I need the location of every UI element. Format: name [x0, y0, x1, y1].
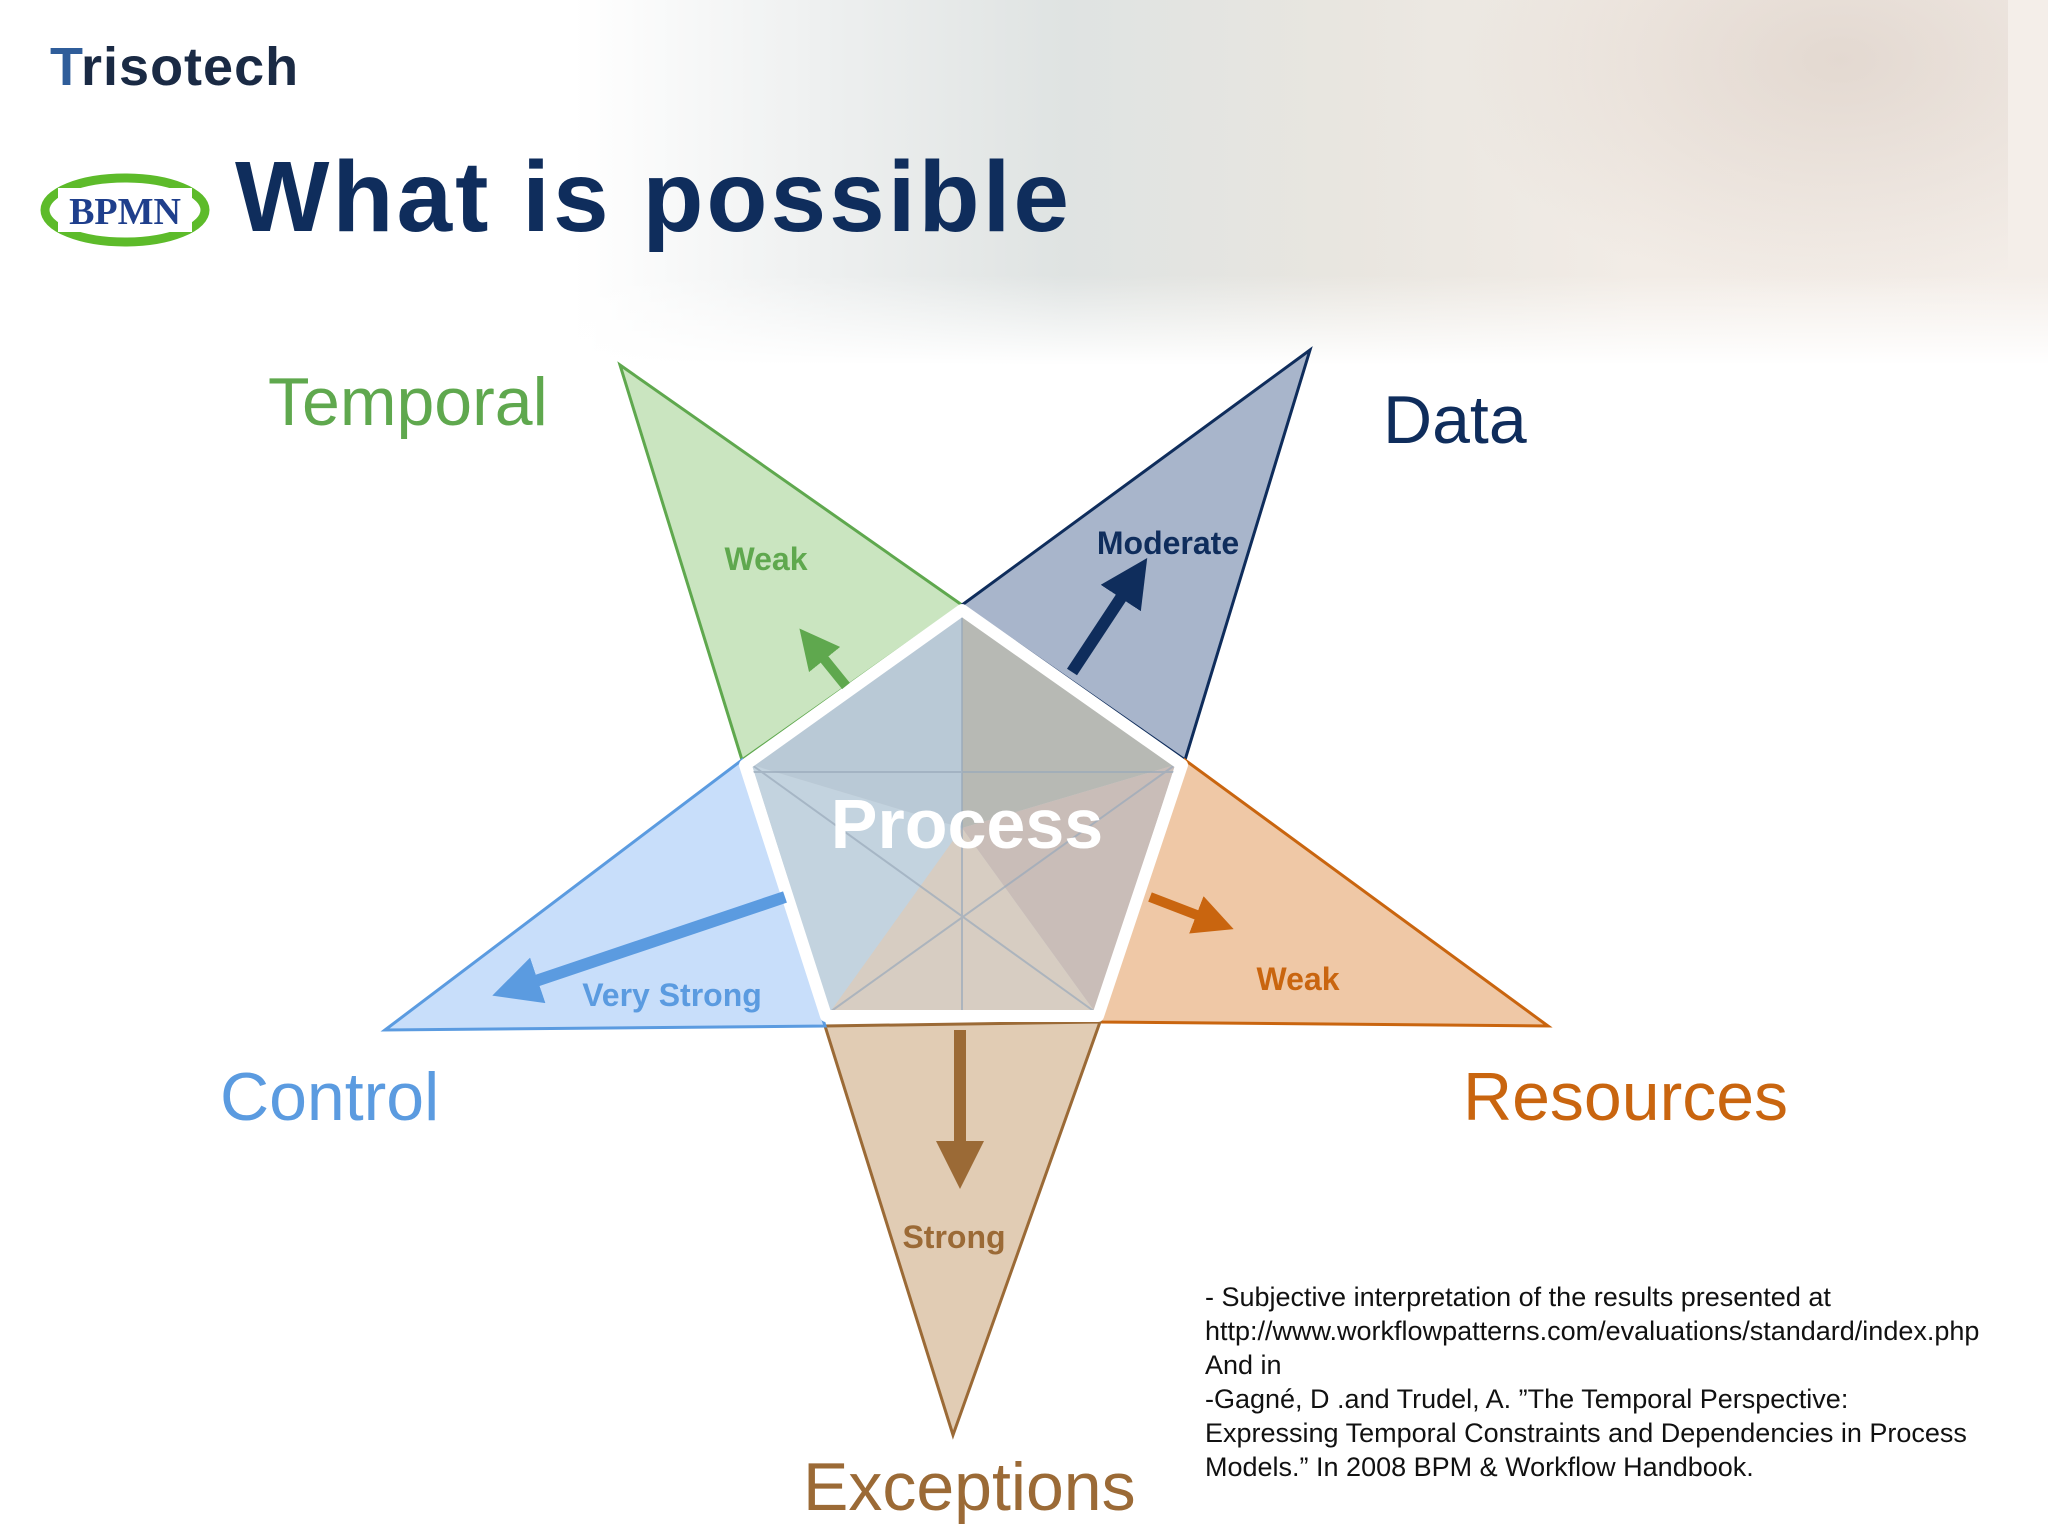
control-strength: Very Strong — [582, 977, 762, 1013]
citation-note: - Subjective interpretation of the resul… — [1205, 1280, 2025, 1484]
exceptions-label: Exceptions — [803, 1449, 1136, 1525]
brand-name: risotech — [81, 37, 300, 97]
trisotech-logo: Trisotech — [50, 36, 299, 98]
temporal-strength: Weak — [724, 541, 807, 577]
header-photo — [1448, 0, 2008, 300]
bpmn-logo: BPMN — [40, 173, 210, 247]
data-strength: Moderate — [1097, 525, 1239, 561]
data-arrow — [1066, 557, 1148, 676]
exceptions-strength: Strong — [902, 1219, 1005, 1255]
resources-arrow — [1148, 892, 1234, 934]
bpmn-logo-text: BPMN — [69, 191, 181, 233]
exceptions-triangle — [822, 1020, 1103, 1440]
process-pentagon — [739, 604, 1188, 1022]
citation-line: Models.” In 2008 BPM & Workflow Handbook… — [1205, 1452, 1754, 1482]
resources-label: Resources — [1463, 1059, 1788, 1135]
resources-strength: Weak — [1256, 961, 1339, 997]
citation-line: -Gagné, D .and Trudel, A. ”The Temporal … — [1205, 1384, 1849, 1414]
temporal-arrow — [799, 628, 850, 690]
citation-url: http://www.workflowpatterns.com/evaluati… — [1205, 1316, 1980, 1346]
data-label: Data — [1383, 382, 1527, 458]
citation-line: Expressing Temporal Constraints and Depe… — [1205, 1418, 1967, 1448]
process-label: Process — [831, 785, 1103, 863]
brand-initial: T — [50, 37, 82, 97]
control-arrow — [492, 891, 787, 1004]
citation-line: - Subjective interpretation of the resul… — [1205, 1282, 1831, 1312]
temporal-label: Temporal — [268, 364, 548, 440]
page-title: What is possible — [235, 141, 1073, 253]
control-label: Control — [220, 1059, 439, 1135]
header-background — [0, 0, 2048, 365]
citation-line: And in — [1205, 1350, 1282, 1380]
